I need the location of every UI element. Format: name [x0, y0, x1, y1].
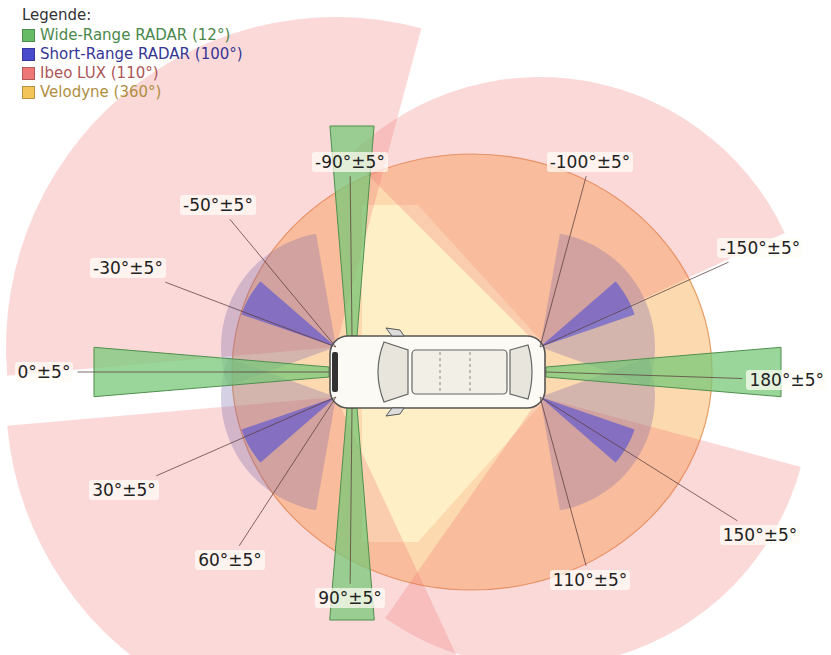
angle-label: 90°±5°: [315, 588, 385, 608]
car-top-view: [330, 328, 545, 416]
legend-text: Velodyne (360°): [40, 83, 161, 101]
leader-line: [540, 262, 728, 347]
legend-row: Ibeo LUX (110°): [22, 64, 159, 82]
angle-label: -90°±5°: [312, 152, 388, 172]
leader-line: [239, 397, 336, 546]
angle-label: 0°±5°: [15, 362, 74, 382]
leader-line: [546, 372, 742, 379]
short-radar-core: [241, 397, 336, 463]
angle-label: -100°±5°: [547, 152, 634, 172]
leader-line: [156, 397, 336, 476]
short-radar-core: [540, 397, 635, 463]
windshield: [378, 342, 408, 402]
legend-heading: Legende:: [22, 6, 91, 24]
leader-line: [540, 397, 586, 566]
leader-line: [350, 408, 352, 584]
legend-text: Wide-Range RADAR (12°): [40, 26, 230, 44]
angle-label: 180°±5°: [746, 370, 827, 390]
legend-swatch: [22, 67, 35, 80]
angle-label: 150°±5°: [720, 525, 801, 545]
leader-line: [540, 397, 737, 521]
legend-text: Ibeo LUX (110°): [40, 64, 159, 82]
legend-row: Short-Range RADAR (100°): [22, 45, 243, 63]
seat-line: [470, 352, 471, 392]
car-body: [330, 336, 545, 408]
sensor-fans: [6, 17, 801, 655]
front-bumper: [332, 352, 338, 392]
seat-line: [440, 352, 441, 392]
angle-label: 110°±5°: [550, 570, 631, 590]
angle-label: 60°±5°: [195, 550, 265, 570]
legend-swatch: [22, 29, 35, 42]
ibeo-fan: [385, 397, 801, 655]
angle-label: -150°±5°: [717, 238, 804, 258]
leader-line: [540, 176, 586, 347]
legend-row: Wide-Range RADAR (12°): [22, 26, 230, 44]
leader-line: [77, 372, 329, 373]
leader-lines: [77, 176, 742, 584]
mirror: [386, 328, 404, 336]
angle-label: -30°±5°: [90, 258, 166, 278]
short-radar-core: [540, 281, 635, 347]
legend-text: Short-Range RADAR (100°): [40, 45, 243, 63]
legend-row: Velodyne (360°): [22, 83, 161, 101]
roof: [412, 350, 507, 394]
rear-window: [510, 345, 532, 399]
mirror: [386, 408, 404, 416]
angle-label: 30°±5°: [89, 480, 159, 500]
angle-label: -50°±5°: [180, 195, 256, 215]
leader-line: [230, 219, 336, 347]
leader-line: [350, 176, 352, 336]
leader-line: [165, 282, 336, 347]
legend-swatch: [22, 48, 35, 61]
ibeo-fan: [6, 17, 421, 376]
short-radar-core: [241, 281, 336, 347]
legend-swatch: [22, 86, 35, 99]
